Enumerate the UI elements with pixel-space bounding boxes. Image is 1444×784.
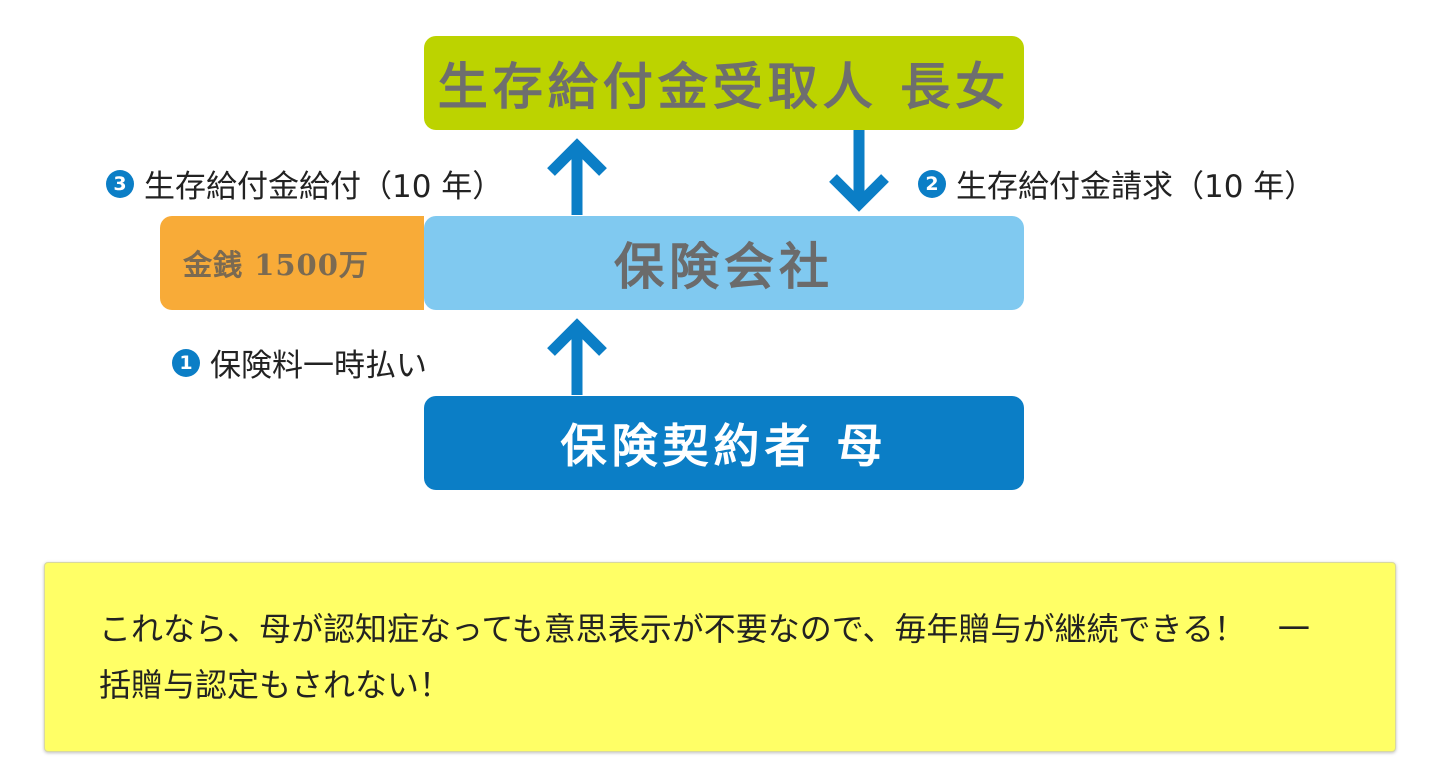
step-2-badge: 2 <box>918 169 946 198</box>
contractor-box: 保険契約者 母 <box>424 396 1024 490</box>
step-3-badge: 3 <box>106 169 134 198</box>
contractor-label: 保険契約者 母 <box>560 419 888 473</box>
insurance-company-label: 保険会社 <box>614 237 834 296</box>
arrow-up-to-company <box>547 318 607 395</box>
note-box: これなら、母が認知症なっても意思表示が不要なので、毎年贈与が継続できる！ 一括贈… <box>44 562 1396 752</box>
step-2-label: 2 生存給付金請求（10 年） <box>918 161 1315 206</box>
step-3-label: 3 生存給付金給付（10 年） <box>106 161 503 206</box>
receiver-box: 生存給付金受取人 長女 <box>424 36 1024 130</box>
step-1-text: 保険料一時払い <box>210 348 427 384</box>
step-1-badge: 1 <box>172 348 200 377</box>
step-1-label: 1 保険料一時払い <box>172 340 427 385</box>
step-2-text: 生存給付金請求（10 年） <box>956 169 1316 205</box>
step-3-text: 生存給付金給付（10 年） <box>144 169 504 205</box>
receiver-label: 生存給付金受取人 長女 <box>437 57 1011 116</box>
arrow-up-to-receiver <box>547 138 607 215</box>
note-text: これなら、母が認知症なっても意思表示が不要なので、毎年贈与が継続できる！ 一括贈… <box>99 610 1310 704</box>
insurance-company-box: 保険会社 <box>424 216 1024 310</box>
money-label: 金銭 1500万 <box>183 248 369 282</box>
arrow-down-to-company <box>829 130 889 212</box>
money-box: 金銭 1500万 <box>160 216 424 310</box>
